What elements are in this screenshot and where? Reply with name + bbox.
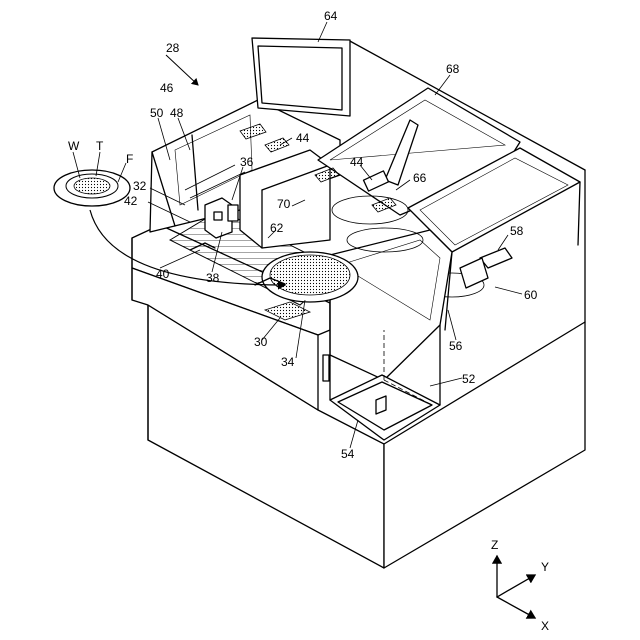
label-28: 28 bbox=[166, 41, 180, 55]
label-70: 70 bbox=[277, 197, 291, 211]
chuck-table bbox=[262, 252, 358, 302]
label-30: 30 bbox=[254, 335, 268, 349]
label-64: 64 bbox=[324, 9, 338, 23]
label-56: 56 bbox=[449, 339, 463, 353]
axes-indicator: Z Y X bbox=[491, 538, 549, 633]
label-44a: 44 bbox=[296, 131, 310, 145]
label-52: 52 bbox=[462, 372, 476, 386]
label-T: T bbox=[96, 139, 104, 153]
label-44b: 44 bbox=[350, 155, 364, 169]
axis-z-label: Z bbox=[491, 538, 498, 552]
label-42: 42 bbox=[124, 194, 138, 208]
label-58: 58 bbox=[510, 224, 524, 238]
wafer-unit bbox=[54, 170, 130, 206]
label-68: 68 bbox=[446, 62, 460, 76]
label-48: 48 bbox=[170, 106, 184, 120]
monitor bbox=[252, 38, 350, 116]
axis-y-label: Y bbox=[541, 560, 549, 574]
label-38: 38 bbox=[206, 271, 220, 285]
label-W: W bbox=[68, 139, 80, 153]
label-66: 66 bbox=[413, 171, 427, 185]
label-60: 60 bbox=[524, 288, 538, 302]
label-50: 50 bbox=[150, 106, 164, 120]
axis-x-label: X bbox=[541, 619, 549, 633]
label-36: 36 bbox=[240, 155, 254, 169]
label-46: 46 bbox=[160, 81, 174, 95]
label-54: 54 bbox=[341, 447, 355, 461]
label-32: 32 bbox=[133, 179, 147, 193]
label-40: 40 bbox=[156, 267, 170, 281]
label-F: F bbox=[126, 152, 133, 166]
label-62: 62 bbox=[270, 221, 284, 235]
label-34: 34 bbox=[281, 355, 295, 369]
